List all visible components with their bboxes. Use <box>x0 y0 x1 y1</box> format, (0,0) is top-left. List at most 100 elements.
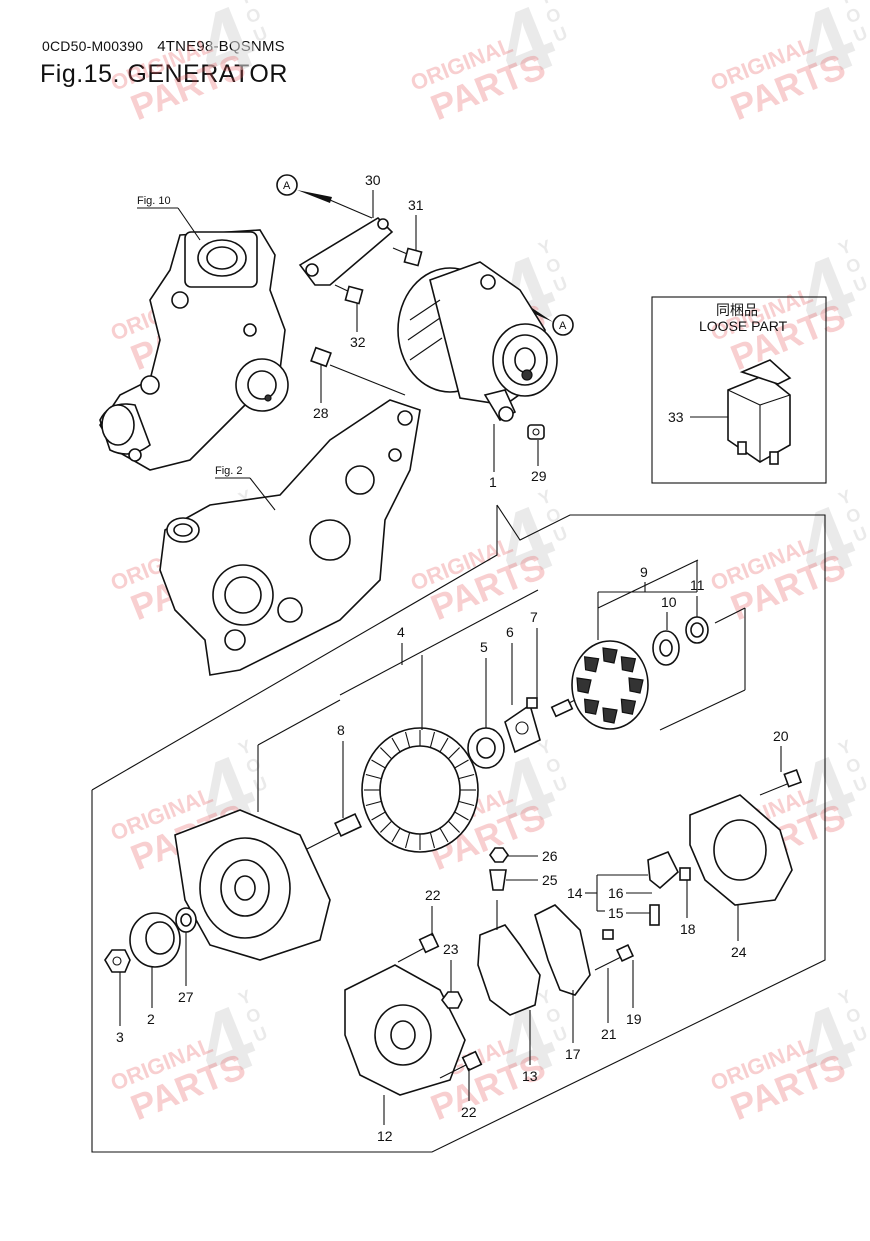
callout-28: 28 <box>313 405 329 421</box>
fig10-leader-b <box>177 207 201 241</box>
callout-23: 23 <box>443 941 459 957</box>
bolt-31 <box>392 247 423 267</box>
stator-tooth <box>371 759 386 769</box>
callout-24: 24 <box>731 944 747 960</box>
stator-tooth <box>439 737 449 753</box>
watermark-small: U <box>851 273 870 296</box>
nut-3 <box>104 949 131 973</box>
exploded-frame <box>91 504 826 1153</box>
watermark-small: U <box>551 273 571 296</box>
callout-33: 33 <box>668 409 684 425</box>
document-code: 0CD50-M00390 4TNE98-BQSNMS <box>42 38 285 55</box>
stator-tooth <box>454 759 469 769</box>
ring-11 <box>685 616 709 644</box>
watermark-small: U <box>251 1023 271 1046</box>
rear-cover-24 <box>689 794 793 906</box>
watermark-small: O <box>243 1004 263 1028</box>
callout-21: 21 <box>601 1026 617 1042</box>
watermark-small: O <box>543 1004 563 1028</box>
pulley-2 <box>129 912 181 968</box>
insulator-25 <box>489 869 507 891</box>
watermark-small: U <box>551 523 571 546</box>
rotor-claw <box>620 656 637 673</box>
fig10-ref: Fig. 10 <box>137 195 171 207</box>
bolt-21 <box>594 943 635 971</box>
rotor-claw <box>620 698 637 715</box>
callout-6: 6 <box>506 624 514 640</box>
stator-tooth <box>439 827 449 843</box>
watermark-small: Y <box>236 0 255 9</box>
part-code: 0CD50-M00390 <box>42 38 144 54</box>
callout-29: 29 <box>531 468 547 484</box>
brush-15 <box>649 904 660 926</box>
callout-7: 7 <box>530 609 538 625</box>
stator-tooth <box>429 832 436 849</box>
nut-26 <box>489 847 509 863</box>
stator-tooth <box>404 832 411 849</box>
watermark-small: O <box>543 504 563 528</box>
watermark-small: O <box>543 4 563 28</box>
callout-3: 3 <box>116 1029 124 1045</box>
callout-12: 12 <box>377 1128 393 1144</box>
svg-text:A: A <box>283 180 291 192</box>
engine-model: 4TNE98-BQSNMS <box>157 38 285 55</box>
brush-holder-16 <box>647 850 679 890</box>
watermark-small: U <box>851 773 870 796</box>
screw-18 <box>679 867 691 881</box>
stator-tooth <box>404 731 411 748</box>
stator-tooth <box>391 737 401 753</box>
callout-20: 20 <box>773 728 789 744</box>
watermark-small: U <box>251 23 271 46</box>
bolt-22-lower <box>439 1050 483 1079</box>
bolt-32 <box>334 284 364 305</box>
water-pump-assembly <box>99 229 289 471</box>
watermark-small: U <box>551 23 571 46</box>
watermark-small: O <box>543 754 563 778</box>
callout-5: 5 <box>480 639 488 655</box>
callout-4: 4 <box>397 624 405 640</box>
callout-27: 27 <box>178 989 194 1005</box>
stator-tooth <box>447 747 460 760</box>
stator-tooth <box>429 731 436 748</box>
gear-case <box>159 399 421 676</box>
rotor-claw <box>583 656 600 673</box>
callout-26: 26 <box>542 848 558 864</box>
watermark-small: U <box>851 23 870 46</box>
callout-22-upper: 22 <box>425 887 441 903</box>
watermark-small: O <box>843 1004 863 1028</box>
stator-tooth <box>391 827 401 843</box>
bearing-10 <box>652 630 680 666</box>
callout-16: 16 <box>608 885 624 901</box>
stator-tooth <box>380 747 393 760</box>
bolt-22-upper <box>397 932 440 963</box>
watermark-small: Y <box>536 0 555 9</box>
svg-text:A: A <box>559 320 567 332</box>
stator-4 <box>361 727 479 853</box>
stator-tooth <box>458 800 475 807</box>
rotor-claw <box>576 677 592 694</box>
callout-18: 18 <box>680 921 696 937</box>
nut-23 <box>441 991 463 1009</box>
stator-tooth <box>365 773 382 780</box>
stud-8 <box>304 812 362 851</box>
bracket-30 <box>298 216 394 286</box>
watermark-small: U <box>251 773 271 796</box>
callout-30: 30 <box>365 172 381 188</box>
stator-tooth <box>371 811 386 821</box>
loose-part-box: 同梱品 LOOSE PART 33 <box>651 296 827 484</box>
fig2-leader-b <box>249 477 276 511</box>
callout-22-lower: 22 <box>461 1104 477 1120</box>
bearing-5 <box>467 727 505 769</box>
stator-tooth <box>458 773 475 780</box>
watermark-small: O <box>843 254 863 278</box>
loose-part-title-jp: 同梱品 <box>716 302 758 318</box>
front-housing <box>174 809 331 961</box>
watermark-small: O <box>843 504 863 528</box>
callout-13: 13 <box>522 1068 538 1084</box>
rear-housing-12 <box>344 964 466 1096</box>
